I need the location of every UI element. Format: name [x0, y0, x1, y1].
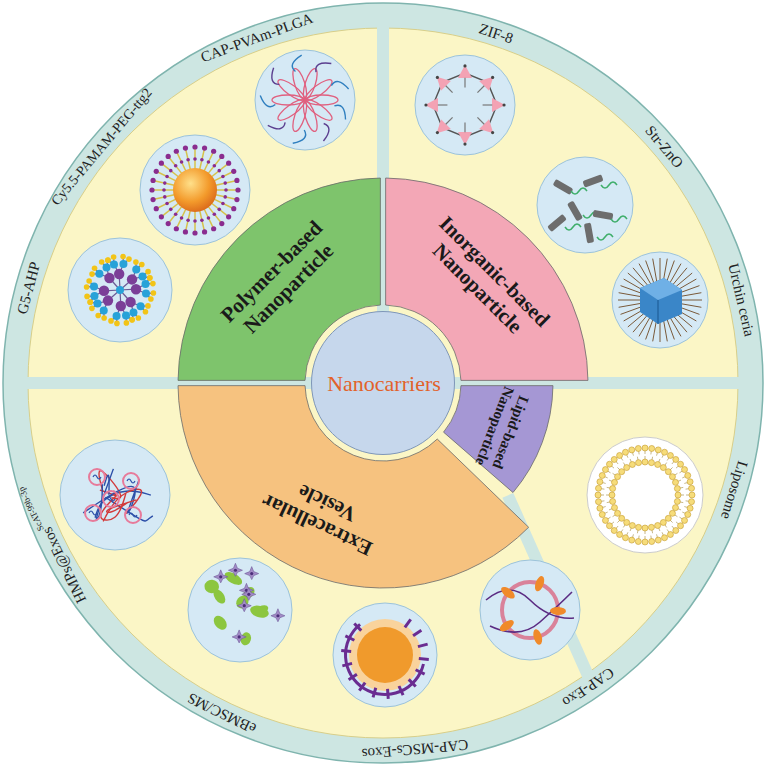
sector-shape	[178, 383, 531, 588]
exosome-figure	[480, 560, 580, 660]
cell-microsphere-figure	[188, 558, 292, 662]
urchin-ceria-figure	[612, 252, 708, 348]
center-title: Nanocarriers	[319, 371, 449, 396]
polymer-sector: Polymer-based Nanoparticle	[178, 178, 383, 383]
illustrations	[60, 50, 708, 707]
center-circle: Nanocarriers	[311, 311, 455, 455]
zno-rods-figure	[537, 157, 633, 253]
hydrogel-microsphere-figure	[60, 440, 170, 550]
inorganic-sector: Inorganic-based Nanoparticle	[383, 178, 588, 383]
vesicle-sector: Extracellular Vesicle	[178, 383, 531, 588]
pamam-sphere-figure	[140, 135, 250, 245]
liposome-figure	[587, 437, 703, 553]
outer-ring	[3, 3, 763, 763]
quadrant-gaps	[26, 24, 740, 676]
zif8-framework-figure	[415, 55, 515, 155]
coated-exosome-figure	[333, 603, 437, 707]
dendrimer-figure	[68, 238, 172, 342]
polymer-micelle-figure	[255, 50, 355, 150]
